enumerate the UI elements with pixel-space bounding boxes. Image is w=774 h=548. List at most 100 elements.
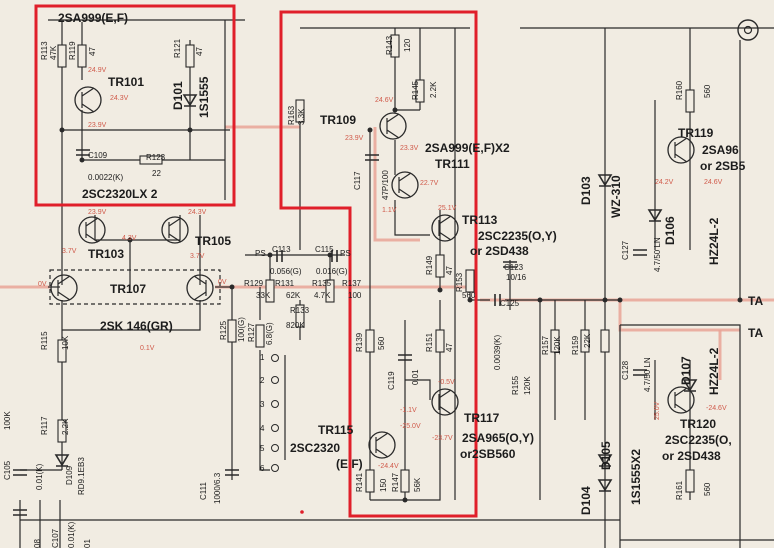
- voltage-23-9-b: 23.9V: [88, 209, 107, 216]
- d105-label: D105: [599, 441, 613, 470]
- tr105-label: TR105: [195, 234, 231, 248]
- r131-value: 62K: [286, 291, 301, 300]
- r147-value: 56K: [413, 477, 422, 492]
- q-2sd438-right: or 2SD438: [662, 449, 721, 463]
- tr111-label: TR111: [435, 157, 470, 171]
- c113-label: C113: [272, 245, 291, 254]
- left-edge-01: 01: [83, 539, 92, 548]
- c105-value: 0.01(K): [35, 463, 44, 490]
- d105-part: 1S1555X2: [629, 449, 643, 505]
- r149-label: R149: [425, 255, 434, 275]
- r151-label: R151: [425, 332, 434, 352]
- d109-label: D109: [65, 465, 74, 485]
- r115-label: R115: [40, 331, 49, 350]
- r133-value: 820K: [286, 321, 305, 330]
- terminal-circle: [737, 19, 759, 41]
- q-2sc2320: 2SC2320: [290, 441, 340, 455]
- tr113-symbol: [431, 214, 459, 242]
- q-2sa999-top: 2SA999(E,F): [58, 11, 128, 25]
- r117-value: 2.2K: [61, 418, 70, 435]
- tr103-label: TR103: [88, 247, 124, 261]
- r127-label: R127: [247, 322, 256, 342]
- r115-value: 10K: [61, 335, 70, 350]
- q-2sa96-right: 2SA96: [702, 143, 739, 157]
- q-2sc2320lx2: 2SC2320LX 2: [82, 187, 158, 201]
- voltage-24-6: 24.6V: [375, 97, 394, 104]
- tr115-symbol: [368, 431, 396, 459]
- voltage-23-9-a: 23.9V: [88, 122, 107, 129]
- voltage-minus-24-4: -24.4V: [378, 463, 399, 470]
- switch-pos-4: 4: [260, 424, 265, 433]
- r157-value: 120K: [553, 336, 562, 355]
- voltage-0-a: 0V: [38, 281, 47, 288]
- r160-label: R160: [675, 80, 684, 100]
- r153-value: 560: [462, 291, 476, 300]
- c125-value: 0.0039(K): [493, 335, 502, 370]
- tr117-symbol: [431, 388, 459, 416]
- r139-value: 560: [377, 336, 386, 350]
- voltage-22-7: 22.7V: [420, 180, 439, 187]
- voltage-readings: 24.9V 24.3V 23.9V 23.9V 24.3V 4.3V 3.7V …: [38, 67, 727, 470]
- tr101-symbol: [74, 86, 102, 114]
- r125-label: R125: [219, 320, 228, 340]
- red-dot: [300, 510, 304, 514]
- r155-label: R155: [511, 375, 520, 395]
- ps2-label: PS: [340, 249, 351, 258]
- voltage-24-2: 24.2V: [655, 179, 674, 186]
- voltage-24-6-b: 24.6V: [704, 179, 723, 186]
- left-edge-08: 08: [33, 539, 42, 548]
- r139-label: R139: [355, 332, 364, 352]
- switch-contacts: [271, 354, 279, 472]
- r155-value: 120K: [523, 376, 532, 395]
- tr107-label: TR107: [110, 282, 146, 296]
- r145-label: R145: [411, 80, 420, 100]
- voltage-1-1: 1.1V: [382, 207, 397, 214]
- d107-part: HZ24L-2: [707, 347, 721, 395]
- highlight-boxes: [34, 4, 478, 518]
- capacitors: [13, 149, 647, 516]
- tr117-label: TR117: [464, 411, 500, 425]
- voltage-minus-25-0: -25.0V: [400, 423, 421, 430]
- r119: R119: [68, 41, 77, 60]
- d101-label: D101: [171, 81, 185, 110]
- r119-value: 47: [88, 47, 97, 56]
- q-2sb5-right: or 2SB5: [700, 159, 746, 173]
- switch-pos-6: 6: [260, 464, 265, 473]
- switch-pos-1: 1: [260, 353, 265, 362]
- r137-label: R137: [342, 279, 362, 288]
- tr107-b-symbol: [186, 274, 214, 302]
- voltage-0-1: 0.1V: [140, 345, 155, 352]
- q-2sa999x2: 2SA999(E,F)X2: [425, 141, 510, 155]
- c115-value: 0.016(G): [316, 267, 348, 276]
- voltage-23-9-c: 23.9V: [345, 135, 364, 142]
- voltage-25-0-b: 25.0V: [654, 401, 661, 420]
- c111-label: C111: [199, 482, 208, 500]
- q-2sd438-or: or 2SD438: [470, 244, 529, 258]
- c109-label: C109: [88, 151, 108, 160]
- c117-value: 47P/100: [381, 170, 390, 200]
- c117-label: C117: [353, 171, 362, 190]
- r159-label: R159: [571, 335, 580, 355]
- r160-value: 560: [703, 84, 712, 98]
- ta-label-2: TA: [748, 326, 763, 340]
- c125-label: C125: [500, 299, 520, 308]
- d106-part: HZ24L-2: [707, 217, 721, 265]
- voltage-0-b: 0V: [218, 279, 227, 286]
- r159-value: 22K: [583, 333, 592, 348]
- tr109-label: TR109: [320, 113, 356, 127]
- d101-part: 1S1555: [197, 76, 211, 118]
- r129-value: 33K: [256, 291, 271, 300]
- c123-value: 10/16: [506, 273, 527, 282]
- voltage-3-7-a: 3.7V: [62, 248, 77, 255]
- c109-value: 0.0022(K): [88, 173, 123, 182]
- d104-label: D104: [579, 486, 593, 515]
- voltage-25-1: 25.1V: [438, 205, 457, 212]
- voltage-minus-1-1: -1.1V: [400, 407, 417, 414]
- tr103-symbol: [78, 216, 106, 244]
- d103-label: D103: [579, 176, 593, 205]
- voltage-minus-24-6: -24.6V: [706, 405, 727, 412]
- left-edge-100k: 100K: [3, 411, 12, 430]
- voltage-minus-0-5: -0.5V: [438, 379, 455, 386]
- ps1-label: PS: [255, 249, 266, 258]
